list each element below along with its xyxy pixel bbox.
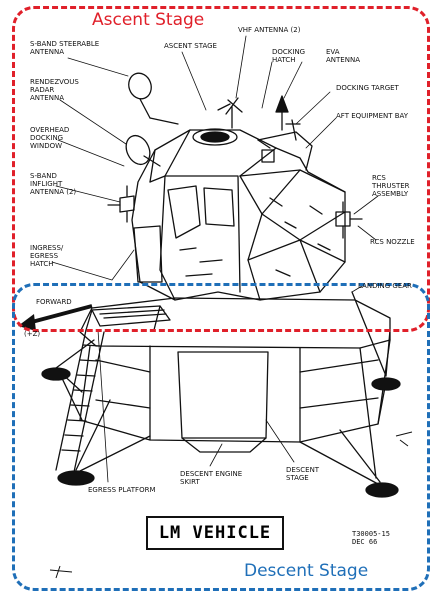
- leader-lines: [51, 35, 379, 483]
- label-plus-z: (+Z): [24, 330, 41, 338]
- landing-gear-front: [57, 399, 151, 486]
- label-docking-target: DOCKING TARGET: [336, 84, 399, 92]
- landing-gear-left: [41, 339, 95, 421]
- rcs-thruster-left: [107, 185, 135, 223]
- label-aft-equipment-bay: AFT EQUIPMENT BAY: [336, 112, 409, 120]
- label-s-band-inflight-antenna: S-BAND INFLIGHT ANTENNA (2): [30, 172, 77, 196]
- docking-target: [285, 119, 301, 141]
- label-ascent-stage: ASCENT STAGE: [164, 42, 217, 50]
- drawing-code: T30005-15 DEC 66: [352, 530, 390, 546]
- rcs-thruster-right: [335, 201, 363, 239]
- rcs-thruster-rear: [261, 149, 275, 163]
- margin-marks: [49, 431, 413, 579]
- label-overhead-docking-window: OVERHEAD DOCKING WINDOW: [30, 126, 70, 150]
- label-s-band-steerable-antenna: S-BAND STEERABLE ANTENNA: [30, 40, 100, 56]
- egress-ladder: [55, 329, 105, 473]
- descent-stage-body: [79, 297, 391, 453]
- label-rcs-thruster-assembly: RCS THRUSTER ASSEMBLY: [372, 174, 410, 198]
- label-egress-platform: EGRESS PLATFORM: [88, 486, 156, 494]
- lm-vehicle-plate: LM VEHICLE: [146, 516, 284, 550]
- label-eva-antenna: EVA ANTENNA: [326, 48, 360, 64]
- label-docking-hatch: DOCKING HATCH: [272, 48, 306, 64]
- descent-stage-title: Descent Stage: [244, 561, 369, 581]
- label-forward: FORWARD: [36, 298, 72, 306]
- label-rcs-nozzle: RCS NOZZLE: [370, 238, 415, 246]
- label-descent-engine-skirt: DESCENT ENGINE SKIRT: [180, 470, 243, 486]
- label-descent-stage: DESCENT STAGE: [286, 466, 320, 482]
- label-landing-gear: LANDING GEAR: [358, 282, 412, 290]
- egress-platform: [85, 305, 171, 331]
- vhf-antennas: [217, 97, 243, 129]
- label-rendezvous-radar-antenna: RENDEZVOUS RADAR ANTENNA: [30, 78, 79, 102]
- rendezvous-radar-antenna: [125, 134, 161, 167]
- eva-antenna: [275, 95, 289, 131]
- label-vhf-antenna: VHF ANTENNA (2): [238, 26, 301, 34]
- ascent-stage-title: Ascent Stage: [92, 10, 205, 30]
- descent-stage-boundary: [12, 283, 430, 591]
- ascent-stage-body: [131, 128, 346, 301]
- landing-gear-right: [351, 291, 401, 425]
- label-ingress-egress-hatch: INGRESS/ EGRESS HATCH: [30, 244, 64, 268]
- landing-gear-rear: [299, 347, 399, 498]
- s-band-steerable-antenna: [128, 72, 179, 125]
- ascent-stage-boundary: [12, 6, 430, 332]
